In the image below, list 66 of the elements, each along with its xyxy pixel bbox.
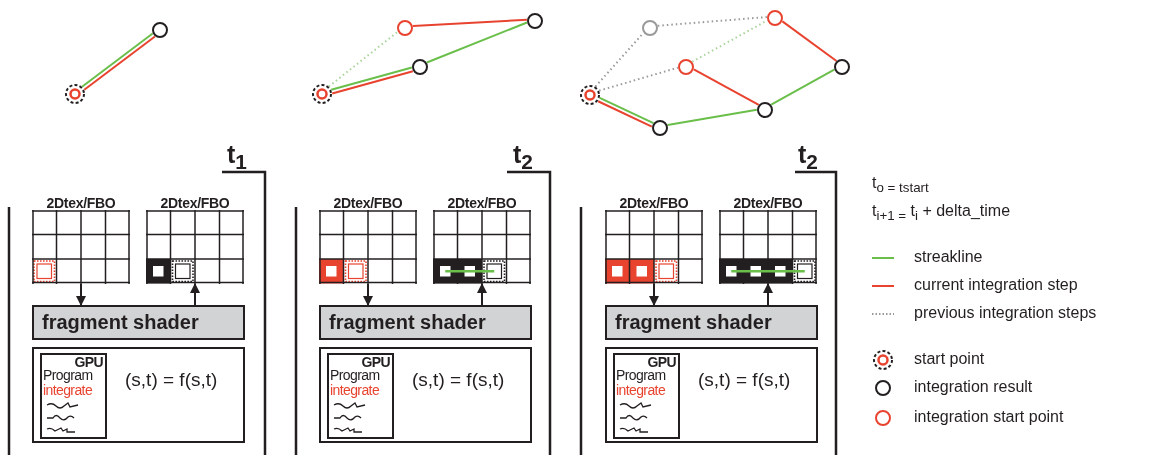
connector-line [425,21,528,64]
formula-text: (s,t) = f(s,t) [698,369,791,391]
card-keyword: integrate [616,383,666,398]
time-label: t$_{2}$ [798,140,818,175]
legend-label: streakline [914,248,983,266]
arrow [363,283,373,306]
program-card [613,353,680,439]
card-heading: GPU [361,355,390,370]
dotted-line [598,66,679,92]
legend-label: integration result [914,378,1033,396]
connector-line [692,68,760,106]
arrow [649,283,659,306]
card-heading: GPU [647,355,676,370]
shader-box: fragment shader [605,305,818,340]
grid-title: 2Dtex/FBO [45,196,117,210]
card-text: Program [616,368,666,383]
grid-title: 2Dtex/FBO [732,196,804,210]
formula-text: t$_{o = tstart}$ [872,173,929,198]
legend-label: previous integration steps [914,304,1097,322]
legend-label: integration start point [914,408,1064,426]
formula-text: t$_{i+1 =}$ t$_{i}$ + delta_time [872,201,1011,226]
arrow [477,283,487,306]
result-point-marker [833,58,851,76]
program-panel [605,347,818,443]
arrow [190,283,200,306]
result-point-marker [651,119,669,137]
grid-title: 2Dtex/FBO [618,196,690,210]
shader-box: fragment shader [32,305,245,340]
time-label: t$_{1}$ [227,140,247,175]
previous-point-marker [641,19,659,37]
dotted-line [656,16,768,27]
start-point-marker [579,84,601,106]
card-keyword: integrate [330,383,380,398]
integration-start-marker [396,19,414,37]
connector-line [666,108,758,127]
arrow [763,283,773,306]
program-card [40,353,107,439]
grid-title: 2Dtex/FBO [446,196,518,210]
legend-label: start point [914,350,985,368]
dotted-line [327,30,399,88]
connector-line [411,18,528,27]
result-point-marker [526,12,544,30]
grid-title: 2Dtex/FBO [159,196,231,210]
legend-label: current integration step [914,276,1078,294]
grid-title: 2Dtex/FBO [332,196,404,210]
program-panel [319,347,532,443]
shader-box: fragment shader [319,305,532,340]
result-point-marker [151,21,169,39]
card-text: Program [43,368,93,383]
formula-text: (s,t) = f(s,t) [412,369,505,391]
result-point-marker [756,101,774,119]
connector-line [781,20,838,62]
time-label: t$_{2}$ [513,140,533,175]
card-heading: GPU [74,355,103,370]
arrow [76,283,86,306]
start-point-marker [64,83,86,105]
program-panel [32,347,245,443]
integration-start-marker [766,9,784,27]
integration-start-marker [677,58,695,76]
result-point-marker [411,58,429,76]
program-card [327,353,394,439]
formula-text: (s,t) = f(s,t) [125,369,218,391]
card-keyword: integrate [43,383,93,398]
connector-line [770,68,836,106]
start-point-marker [311,83,333,105]
card-text: Program [330,368,380,383]
